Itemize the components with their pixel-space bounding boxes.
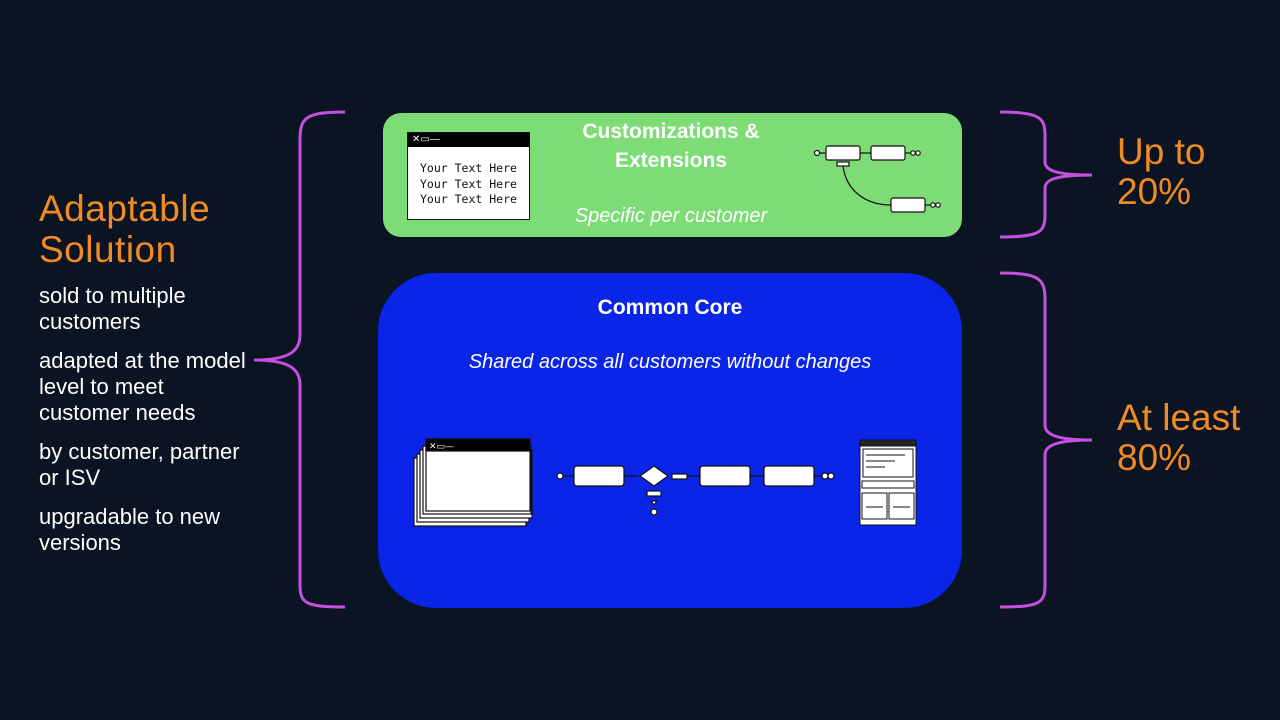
stacked-windows-icon: ✕▭—	[413, 438, 533, 527]
customizations-title-line-2: Extensions	[614, 149, 728, 172]
customizations-subtitle: Specific per customer	[574, 205, 768, 227]
core-percent: At least 80%	[1117, 398, 1240, 478]
bullet-item: adapted at the model level to meet custo…	[39, 348, 246, 425]
bullet-item: by customer, partner or ISV	[39, 439, 240, 490]
customizations-percent: Up to 20%	[1117, 132, 1205, 212]
core-percent-line-1: At least	[1117, 397, 1241, 438]
customizations-title: Customizations & Extensions	[540, 117, 802, 175]
solution-title-line-2: Solution	[39, 229, 177, 270]
customizations-percent-line-1: Up to	[1117, 131, 1206, 172]
right-brace-top	[999, 110, 1093, 239]
customizations-title-line-1: Customizations &	[582, 120, 760, 143]
bullet-item: sold to multiple customers	[39, 283, 186, 334]
svg-text:✕▭—: ✕▭—	[429, 442, 454, 452]
core-percent-line-2: 80%	[1117, 437, 1192, 478]
left-brace	[253, 110, 346, 609]
window-text-line: Your Text Here	[420, 176, 517, 191]
core-process-flow-icon	[556, 465, 835, 516]
window-text-line: Your Text Here	[420, 161, 517, 175]
window-icon: ✕▭— Your Text Here Your Text Here Your T…	[407, 132, 530, 220]
core-subtitle: Shared across all customers without chan…	[468, 351, 872, 373]
bullet-item: upgradable to new versions	[39, 504, 221, 555]
solution-bullets: sold to multiple customers adapted at th…	[39, 283, 249, 569]
customizations-percent-line-2: 20%	[1117, 171, 1192, 212]
solution-title: Adaptable Solution	[39, 188, 269, 270]
solution-title-line-1: Adaptable	[39, 188, 211, 229]
window-text-line: Your Text Here	[420, 192, 517, 206]
core-title: Common Core	[597, 296, 743, 319]
right-brace-bottom	[999, 271, 1093, 609]
window-titlebar: ✕▭—	[408, 133, 529, 147]
form-page-icon	[859, 439, 917, 526]
